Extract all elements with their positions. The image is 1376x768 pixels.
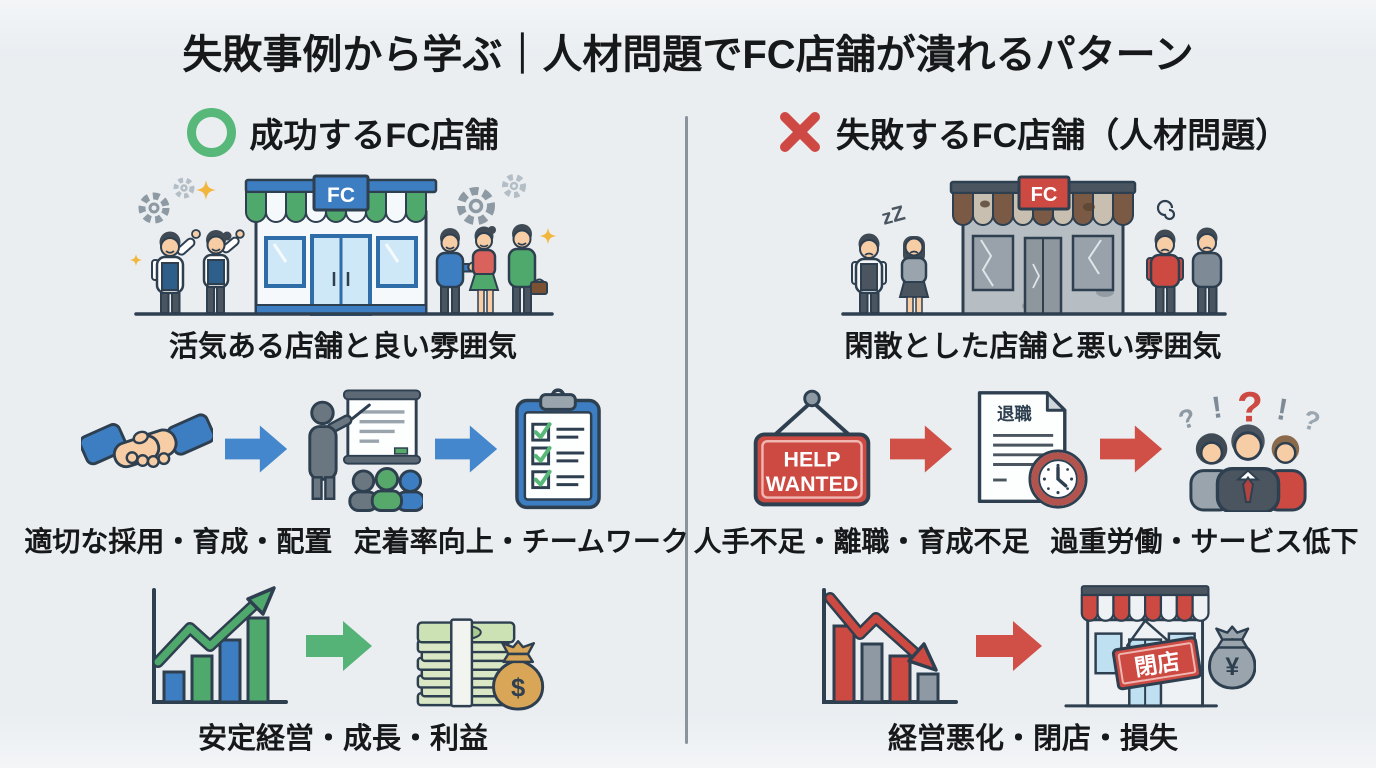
store-sign-text: FC <box>327 184 355 207</box>
success-result-caption: 安定経営・成長・利益 <box>197 723 488 755</box>
check-row <box>531 422 585 442</box>
decline-chart-icon <box>822 588 958 704</box>
success-flow-caption-right: 定着率向上・チームワーク <box>353 526 689 557</box>
training-icon <box>308 389 423 512</box>
customer <box>1191 227 1223 314</box>
success-flow-captions: 適切な採用・育成・配置 定着率向上・チームワーク <box>0 518 689 562</box>
gear-icon <box>173 177 195 199</box>
person <box>1215 424 1281 512</box>
failure-store-caption: 閑散とした店舗と悪い雰囲気 <box>844 331 1222 363</box>
success-store-caption: 活気ある店舗と良い雰囲気 <box>168 331 517 363</box>
storefront: FC <box>244 174 438 316</box>
help-wanted-line1: HELP <box>784 447 841 471</box>
confusion-mark: ! <box>1210 390 1225 425</box>
confusion-mark: ! <box>1274 392 1290 427</box>
flow-arrow-icon <box>225 425 288 473</box>
confused-people-icon: ? ! ? ! ? <box>1175 386 1322 512</box>
success-header: 成功するFC店舗 <box>187 104 499 160</box>
audience <box>348 467 423 512</box>
doc-label-text: 退職 <box>997 404 1032 424</box>
failure-result-caption: 経営悪化・閉店・損失 <box>887 723 1178 755</box>
success-flow-caption-left: 適切な採用・育成・配置 <box>24 526 333 557</box>
failure-flow-captions: 人手不足・離職・育成不足 過重労働・サービス低下 <box>690 518 1376 562</box>
money-icon: $ <box>416 618 545 711</box>
sparkle-icon <box>196 180 216 200</box>
customer <box>1146 229 1184 314</box>
sparkle-icon <box>129 253 143 267</box>
bill-stack <box>416 618 516 708</box>
dollar-sign-text: $ <box>511 674 525 702</box>
closed-store-icon: 閉店 ¥ <box>1064 585 1256 708</box>
flow-arrow-icon <box>890 425 953 473</box>
failure-store-figure: FC zZ <box>833 174 1233 324</box>
failure-flow-caption-right: 過重労働・サービス低下 <box>1050 526 1359 557</box>
closed-sign: 閉店 <box>1111 636 1203 691</box>
staff-member <box>851 233 887 314</box>
confusion-mark: ? <box>1175 402 1200 436</box>
success-column: 成功するFC店舗 <box>0 104 689 756</box>
flow-arrow-icon <box>976 621 1042 671</box>
staff-member <box>151 229 201 314</box>
customer <box>467 226 500 314</box>
help-wanted-line2: WANTED <box>766 472 859 496</box>
person <box>1264 435 1307 512</box>
storefront: FC <box>949 175 1137 316</box>
check-row <box>531 446 585 466</box>
gear-icon <box>138 192 170 224</box>
check-row <box>531 469 585 490</box>
staff-member <box>202 229 245 314</box>
flow-arrow-icon <box>1100 425 1163 473</box>
store-sign-text: FC <box>1031 184 1058 206</box>
success-result-row: $ <box>140 580 546 712</box>
staff-member <box>898 236 930 314</box>
sparkle-icon <box>539 227 557 245</box>
flow-arrow-icon <box>435 425 498 473</box>
yen-money-bag: ¥ <box>1207 625 1256 690</box>
failure-header-label: 失敗するFC店舗（人材問題） <box>835 116 1290 155</box>
gear-icon <box>502 174 526 198</box>
success-circle-icon <box>187 107 237 157</box>
confusion-mark: ? <box>1237 386 1263 430</box>
yen-sign-text: ¥ <box>1225 654 1239 681</box>
growth-chart-icon <box>152 586 288 704</box>
money-bag: $ <box>492 640 545 711</box>
page-title: 失敗事例から学ぶ｜人材問題でFC店舗が潰れるパターン <box>182 33 1194 77</box>
failure-flow-row: HELP WANTED 退職 <box>744 386 1322 512</box>
confusion-mark: ? <box>1300 404 1322 437</box>
sleep-marks-text: zZ <box>879 202 908 230</box>
failure-column: 失敗するFC店舗（人材問題） <box>690 104 1376 756</box>
awning <box>1080 593 1210 622</box>
failure-header: 失敗するFC店舗（人材問題） <box>777 104 1289 160</box>
rundown-store-illustration: FC zZ <box>841 175 1227 316</box>
failure-x-icon <box>779 112 820 152</box>
clock-icon <box>1028 449 1088 509</box>
dizzy-swirl-icon <box>1156 199 1176 221</box>
success-store-illustration: FC <box>129 174 557 316</box>
failure-result-row: 閉店 ¥ <box>810 580 1256 712</box>
success-flow-row <box>81 386 605 512</box>
resignation-doc-icon: 退職 <box>977 391 1088 509</box>
customer <box>507 224 548 314</box>
success-header-label: 成功するFC店舗 <box>249 116 499 155</box>
flow-arrow-icon <box>306 621 372 671</box>
success-store-figure: FC <box>128 174 558 324</box>
handshake-icon <box>81 413 213 469</box>
customer <box>435 228 477 314</box>
column-divider <box>685 116 688 744</box>
failure-flow-caption-left: 人手不足・離職・育成不足 <box>693 526 1030 557</box>
help-wanted-sign-icon: HELP WANTED <box>753 389 871 507</box>
checklist-icon <box>515 388 601 510</box>
gear-icon <box>457 187 495 225</box>
